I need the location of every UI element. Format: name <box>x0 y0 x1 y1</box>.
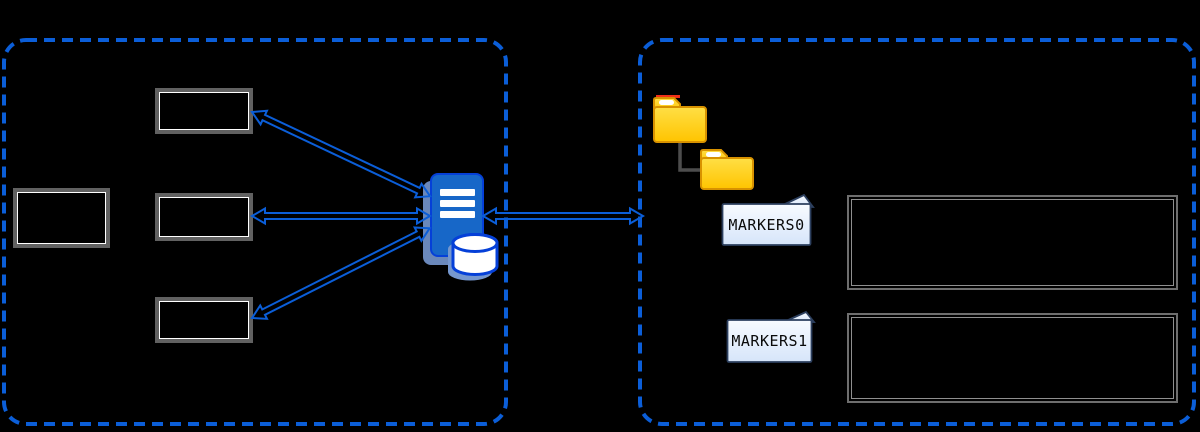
folder-tab-highlight <box>659 100 674 105</box>
server-icon <box>430 173 484 257</box>
left-box-3 <box>155 297 253 343</box>
folder-tab <box>653 97 681 113</box>
folder-tab-highlight <box>706 152 721 157</box>
folder-red-stripe <box>656 95 680 98</box>
arrow-server-box1 <box>250 109 432 199</box>
left-box-2 <box>155 193 253 241</box>
arrow-server-box2 <box>249 206 433 226</box>
left-big-box <box>13 188 110 248</box>
subfolder-icon <box>700 149 754 190</box>
server-slot-bar <box>440 189 475 196</box>
left-box-1 <box>155 88 253 134</box>
folder-icon <box>653 95 707 143</box>
folder-body <box>653 106 707 143</box>
arrow-server-box3 <box>250 226 432 320</box>
server-slot-bar <box>440 211 475 218</box>
folder-tree-connector <box>678 140 701 172</box>
arrow-server-rightgroup <box>480 206 646 226</box>
folder-body <box>700 157 754 190</box>
right-rect-2 <box>847 313 1178 403</box>
marker-label-0: MARKERS0 <box>728 215 805 234</box>
server-slot-bar <box>440 200 475 207</box>
right-rect-1 <box>847 195 1178 290</box>
folder-tab <box>700 149 728 165</box>
marker-label-1: MARKERS1 <box>731 332 808 350</box>
